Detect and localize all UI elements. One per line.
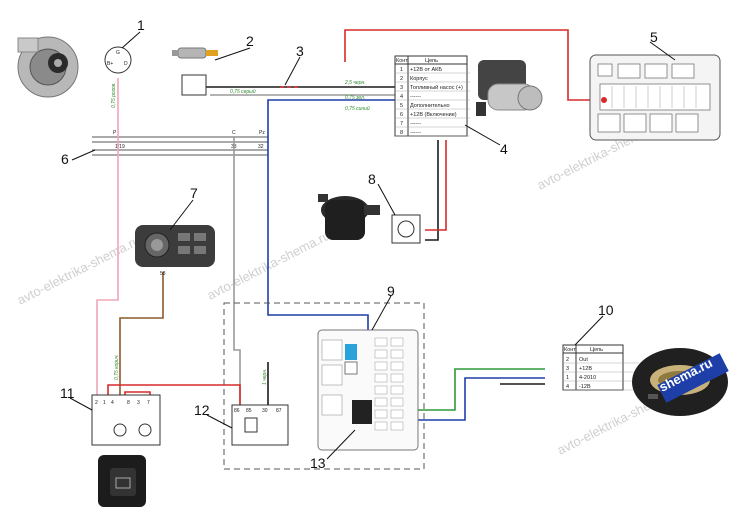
wire-label-blue: 0,75 синий [345,105,370,112]
wire-gray-relay [233,137,241,405]
wire-brown [119,272,164,395]
table10-pin: 3 [566,366,569,372]
svg-text:Цепь: Цепь [425,58,438,64]
callout-13: 13 [310,455,326,471]
svg-text:2: 2 [95,400,98,406]
table10-pin: 1 [566,375,569,381]
svg-text:4: 4 [111,400,114,406]
table10-circuit: Out [579,357,588,363]
wire-label-gray: 0,75 серый [230,88,256,95]
fuse-block [589,54,721,141]
watermark-1: avto-elektrika-shema.ru [15,233,143,308]
bus-lines [92,136,268,156]
wire-label-black: 2,5 черн. [344,80,366,86]
wire-label-pink: 0,75 розов. [111,82,117,108]
svg-text:87: 87 [276,408,282,414]
callout-2: 2 [246,33,254,49]
callout-11: 11 [60,385,75,401]
table4-pin: 3 [400,85,403,91]
svg-text:P: P [113,130,117,136]
table4-pin: 5 [400,103,403,109]
table4-circuit: +12В (Включение) [410,112,457,118]
table4-pin: 8 [400,130,403,136]
table4-circuit: Корпус [410,76,428,82]
svg-text:30: 30 [262,408,268,414]
alternator-image [17,36,79,98]
svg-text:Цепь: Цепь [590,347,603,353]
table10-circuit: 4-2010 [579,375,596,381]
sensor-symbol [181,74,207,96]
button-image [98,455,146,507]
svg-text:7: 7 [147,400,150,406]
svg-text:G: G [116,50,120,56]
table4-circuit: Топливный насос (+) [410,84,463,91]
callout-1: 1 [137,17,145,33]
callout-4: 4 [500,141,508,157]
connector-table-4: Конт. Цепь 1 +12В от АКБ 2 Корпус 3 Топливный… [394,55,470,137]
table4-circuit: Дополнительно [410,103,450,109]
wire-pink [96,78,119,395]
light-switch-image: 58 [135,225,215,277]
svg-text:85: 85 [246,408,252,414]
svg-text:D: D [124,61,128,67]
table4-pin: 7 [400,121,403,127]
svg-text:58: 58 [160,271,166,277]
table4-circuit: ------ [410,94,421,100]
fuse-box-9 [317,329,419,451]
wire-label-black-relay: 1 черн. [262,369,268,385]
svg-text:1: 1 [103,400,106,406]
pump-image [318,194,380,240]
alternator-symbol: G B+ D [104,46,132,74]
table4-pin: 2 [400,76,403,82]
svg-text:1/19: 1/19 [115,144,125,150]
wires [96,29,605,421]
table10-pin: 2 [566,357,569,363]
table4-circuit: ------ [410,130,421,136]
callout-8: 8 [368,171,376,187]
pump-symbol [391,214,421,244]
callout-12: 12 [194,402,210,418]
wire-label-brown: 0,75 корич. [114,354,120,380]
callout-9: 9 [387,283,395,299]
table10-circuit: +12В [579,366,592,372]
switch-block-11: 2 1 4 8 3 7 [91,394,161,446]
wire-red-pump [425,140,447,231]
table4-pin: 1 [400,67,403,73]
callout-10: 10 [598,302,614,318]
svg-text:32: 32 [258,144,264,150]
table10-pin: 4 [566,384,569,390]
svg-text:86: 86 [234,408,240,414]
svg-text:Конт.: Конт. [396,58,409,64]
wire-label-green: 0,75 зел. [345,95,365,101]
svg-text:Конт.: Конт. [564,347,577,353]
wire-blue-2 [380,377,545,421]
table4-pin: 4 [400,94,403,100]
leader-lines [69,31,676,460]
callout-5: 5 [650,29,658,45]
connector-table-10: Конт. Цепь 2 Out 3 +12В 1 4-2010 4 -12В [562,344,639,391]
callout-6: 6 [61,151,69,167]
table4-circuit: ------ [410,121,421,127]
wire-labels: 0,75 розов. 2,5 черн. 0,75 серый 0,75 зе… [111,80,370,385]
wire-black-pump [425,140,439,241]
dashed-enclosure [223,302,425,470]
callout-3: 3 [296,43,304,59]
wire-red-top [344,29,605,101]
svg-text:8: 8 [127,400,130,406]
wire-red-loop [107,384,241,405]
table4-pin: 6 [400,112,403,118]
callout-numbers: 1 2 3 4 5 6 7 8 9 10 11 12 13 [60,17,658,471]
relay-12: 86 85 30 87 [231,404,289,446]
heater-image [476,60,543,116]
callout-7: 7 [190,185,198,201]
svg-text:C: C [232,130,236,136]
table10-circuit: -12В [579,384,591,390]
svg-text:3: 3 [137,400,140,406]
table4-circuit: +12В от АКБ [410,67,442,73]
svg-text:B+: B+ [107,61,113,67]
sensor-image [172,47,218,59]
bus-marks: P C Pz 1/19 33 32 [113,130,265,150]
svg-text:Pz: Pz [259,130,265,136]
